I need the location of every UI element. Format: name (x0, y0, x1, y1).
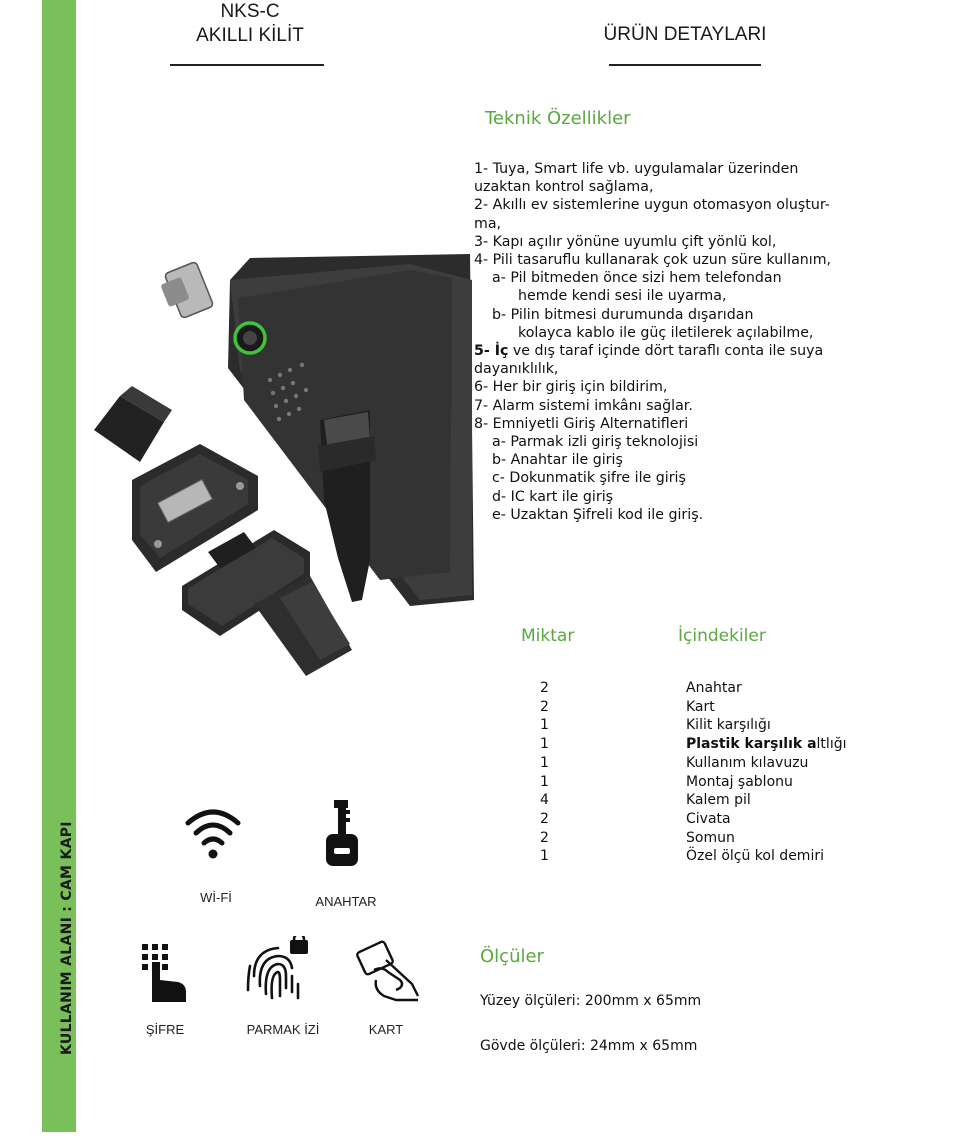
item-cell: Kullanım kılavuzu (686, 754, 809, 771)
feature-line: 3- Kapı açılır yönüne uyumlu çift yönlü … (474, 233, 777, 250)
item-cell: Kart (686, 698, 715, 715)
table-row: 2 Civata (540, 810, 846, 829)
item-cell-bold: Plastik karşılık a (686, 736, 817, 753)
body-dimensions: Gövde ölçüleri: 24mm x 65mm (480, 1038, 698, 1054)
feature-line-rest: ve dış taraf içinde dört taraflı conta i… (508, 343, 824, 360)
table-row: 1 Özel ölçü kol demiri (540, 847, 846, 866)
title-underline-left (170, 64, 324, 66)
feature-line-bold: 5- İç (474, 343, 509, 360)
dimensions-heading: Ölçüler (480, 946, 544, 967)
qty-cell: 1 (540, 717, 549, 734)
pin-label: ŞİFRE (145, 1022, 185, 1037)
qty-cell: 1 (540, 736, 549, 753)
usage-area-label: KULLANIM ALANI : CAM KAPI (59, 821, 75, 1055)
quantity-heading: Miktar (521, 626, 575, 646)
qty-cell: 1 (540, 773, 549, 790)
feature-line: 5- İç ve dış taraf içinde dört taraflı c… (474, 342, 914, 360)
card-icon (356, 940, 420, 1002)
item-cell: Montaj şablonu (686, 773, 793, 790)
surface-dimensions: Yüzey ölçüleri: 200mm x 65mm (480, 993, 702, 1009)
keypad-icon (142, 944, 186, 1002)
feature-line: ma, (474, 215, 502, 232)
table-row: 2 Somun (540, 829, 846, 848)
smart-lock-illustration (94, 254, 474, 676)
qty-cell: 1 (540, 848, 549, 865)
feature-line: c- Dokunmatik şifre ile giriş (492, 470, 686, 487)
qty-cell: 2 (540, 810, 549, 827)
item-cell: Anahtar (686, 680, 742, 696)
details-title: ÜRÜN DETAYLARI (603, 24, 767, 45)
item-cell: Kalem pil (686, 792, 751, 809)
key-icon (326, 800, 358, 866)
feature-line: 1- Tuya, Smart life vb. uygulamalar üzer… (474, 161, 799, 177)
product-name: AKILLI KİLİT (196, 25, 304, 46)
qty-cell: 2 (540, 829, 549, 846)
tech-heading: Teknik Özellikler (485, 108, 631, 129)
wifi-icon (185, 809, 241, 859)
table-row: 2 Anahtar (540, 679, 846, 698)
fingerprint-label: PARMAK İZİ (246, 1022, 320, 1037)
tech-features-list: 1- Tuya, Smart life vb. uygulamalar üzer… (474, 160, 914, 524)
table-row: 4 Kalem pil (540, 791, 846, 810)
feature-line: dayanıklılık, (474, 361, 559, 378)
feature-line: kolayca kablo ile güç iletilerek açılabi… (518, 324, 814, 341)
card-label: KART (368, 1022, 404, 1037)
item-cell-rest: ltlığı (816, 736, 847, 753)
qty-cell: 2 (540, 698, 549, 715)
feature-line: uzaktan kontrol sağlama, (474, 179, 654, 196)
feature-line: hemde kendi sesi ile uyarma, (518, 288, 727, 305)
table-row: 1 Plastik karşılık altlığı (540, 735, 846, 754)
feature-line: a- Parmak izli giriş teknolojisi (492, 434, 699, 451)
sidebar-band (42, 0, 76, 1132)
table-row: 2 Kart (540, 698, 846, 717)
qty-cell: 4 (540, 792, 549, 809)
contents-heading: İçindekiler (678, 626, 766, 646)
item-cell: Kilit karşılığı (686, 717, 771, 734)
qty-cell: 2 (540, 680, 549, 696)
feature-line: e- Uzaktan Şifreli kod ile giriş. (492, 506, 704, 523)
qty-cell: 1 (540, 754, 549, 771)
key-label: ANAHTAR (315, 894, 377, 909)
feature-line: 6- Her bir giriş için bildirim, (474, 379, 668, 396)
item-cell: Plastik karşılık altlığı (686, 735, 846, 754)
feature-line: b- Anahtar ile giriş (492, 452, 623, 469)
item-cell: Somun (686, 829, 735, 846)
title-underline-right (609, 64, 761, 66)
item-cell: Civata (686, 810, 731, 827)
table-row: 1 Montaj şablonu (540, 773, 846, 792)
feature-line: a- Pil bitmeden önce sizi hem telefondan (492, 270, 782, 287)
fingerprint-icon (246, 936, 308, 1000)
feature-line: 4- Pili tasaruflu kullanarak çok uzun sü… (474, 252, 832, 269)
feature-line: b- Pilin bitmesi durumunda dışarıdan (492, 306, 754, 323)
table-row: 1 Kilit karşılığı (540, 716, 846, 735)
product-title: NKS-C AKILLI KİLİT (160, 0, 340, 48)
feature-line: 7- Alarm sistemi imkânı sağlar. (474, 397, 693, 414)
product-model: NKS-C (220, 1, 280, 22)
table-row: 1 Kullanım kılavuzu (540, 754, 846, 773)
wifi-label: Wİ-Fİ (200, 890, 232, 905)
item-cell: Özel ölçü kol demiri (686, 848, 824, 865)
feature-line: 8- Emniyetli Giriş Alternatifleri (474, 415, 689, 432)
feature-line: d- IC kart ile giriş (492, 488, 614, 505)
feature-line: 2- Akıllı ev sistemlerine uygun otomasyo… (474, 197, 830, 214)
